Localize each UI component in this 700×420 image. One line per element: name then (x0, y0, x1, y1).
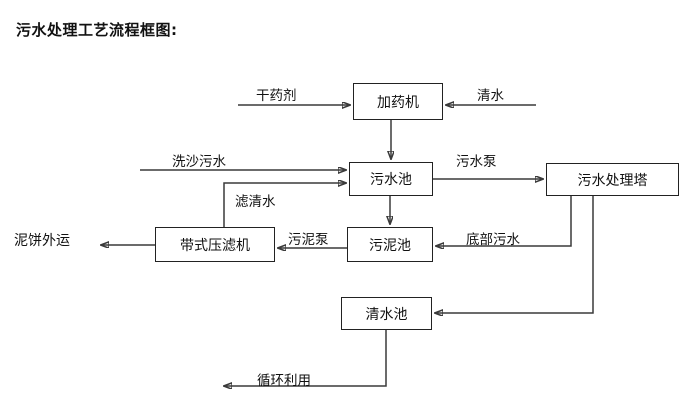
node-clear-water-pool[interactable]: 清水池 (341, 297, 432, 330)
node-label: 污水处理塔 (577, 172, 648, 189)
page-title: 污水处理工艺流程框图: (16, 21, 178, 39)
node-label: 污水池 (370, 172, 412, 188)
node-label: 带式压滤机 (180, 237, 250, 254)
edge-label-filtered-clear-water: 滤清水 (235, 194, 276, 210)
node-label: 清水池 (365, 306, 408, 323)
node-belt-filter-press[interactable]: 带式压滤机 (155, 227, 275, 262)
node-sewage-pool[interactable]: 污水池 (349, 162, 433, 196)
edge-label-sludge-pump: 污泥泵 (288, 232, 329, 248)
terminal-mud-cake-out: 泥饼外运 (14, 233, 70, 249)
wire-tower-to-clear-water-pool (435, 196, 594, 313)
wire-tower-bottom-sewage-to-sludge-pool (436, 196, 572, 246)
node-treatment-tower[interactable]: 污水处理塔 (546, 163, 679, 196)
node-dosing-machine[interactable]: 加药机 (353, 83, 443, 120)
edge-label-sewage-pump: 污水泵 (456, 154, 497, 170)
wire-filtered-water-to-sewage-pool (223, 183, 346, 227)
edge-label-dry-chemical: 干药剂 (256, 88, 297, 104)
node-sludge-pool[interactable]: 污泥池 (347, 227, 433, 262)
edge-label-recycle-reuse: 循环利用 (257, 373, 311, 389)
node-label: 加药机 (377, 94, 419, 111)
wire-clear-water-pool-to-recycle (224, 330, 387, 386)
edge-label-bottom-sewage: 底部污水 (466, 232, 520, 248)
node-label: 污泥池 (369, 237, 411, 254)
edge-label-sand-wash-sewage: 洗沙污水 (172, 154, 226, 170)
edge-label-clean-water: 清水 (477, 88, 504, 104)
